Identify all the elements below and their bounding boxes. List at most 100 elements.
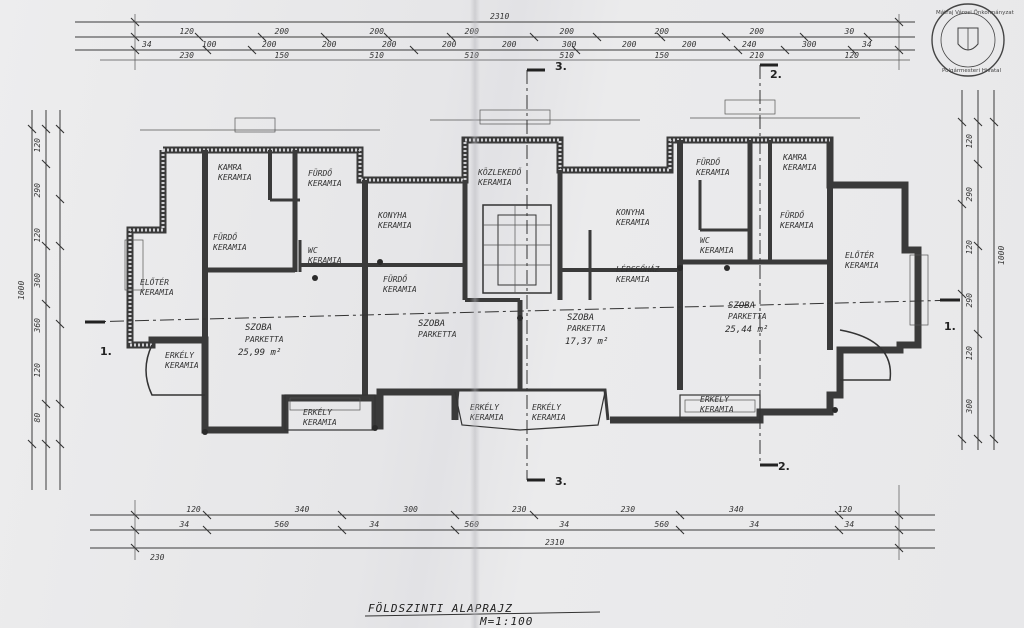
room-finish: KERAMIA [699,246,734,255]
municipal-stamp: Mátraj Városi Önkormányzat Polgármesteri… [931,3,1015,77]
dimension-value: 340 [294,505,310,514]
dimension-value: 560 [465,520,480,529]
room-name: SZOBA [245,323,272,333]
room-finish: KERAMIA [469,413,504,422]
section-1-left-label: 1. [100,345,112,358]
section-3-top-label: 3. [555,60,567,73]
room-name: ERKÉLY [470,401,500,412]
dimension-value: 560 [655,520,670,529]
top-total-dimension: 2310 [490,12,509,21]
dimension-value: 200 [275,27,290,36]
dimension-value: 300 [561,40,577,49]
dimension-value: 200 [382,40,397,49]
room-finish: KERAMIA [139,288,174,297]
room-name: SZOBA [418,319,445,329]
room-name: SZOBA [728,301,755,311]
room-area: 25,44 m² [725,325,768,335]
room-finish: KERAMIA [307,179,342,188]
room-name: WC [308,246,318,255]
room-name: KONYHA [377,211,407,220]
dimension-value: 120 [186,505,201,514]
dimension-value: 150 [275,51,290,60]
section-1-right-label: 1. [944,320,956,333]
section-3-bottom-label: 3. [555,475,567,488]
dimension-value: 120 [33,363,42,378]
room-name: FÜRDŐ [696,157,720,167]
dimension-value: 120 [33,228,42,243]
room-finish: KERAMIA [615,275,650,284]
dimension-value: 200 [262,40,277,49]
room-finish: KERAMIA [615,218,650,227]
room-finish: KERAMIA [699,405,734,414]
dimension-value: 240 [742,40,757,49]
dimension-value: 360 [33,318,42,334]
dimension-value: 120 [180,27,195,36]
dimension-value: 300 [965,399,974,415]
dimension-value: 510 [560,51,575,60]
room-name: LÉPCSŐHÁZ [616,263,660,274]
dimension-value: 300 [33,273,42,289]
right-total-dimension: 1000 [997,246,1006,265]
dimension-value: 300 [801,40,817,49]
stamp-text-top: Mátraj Városi Önkormányzat [936,9,1015,16]
dimension-value: 34 [559,520,570,529]
exterior-walls [126,136,922,434]
dimension-value: 120 [965,346,974,361]
dimension-value: 200 [502,40,517,49]
room-finish: PARKETTA [418,330,457,339]
drawing-title: FÖLDSZINTI ALAPRAJZ [368,602,513,615]
dimension-value: 34 [844,520,855,529]
room-name: ERKÉLY [532,401,562,412]
room-finish: KERAMIA [212,243,247,252]
dimension-value: 120 [845,51,860,60]
dimension-value: 510 [370,51,385,60]
dimension-value: 200 [322,40,337,49]
dimension-value: 230 [180,51,195,60]
dimension-value: 200 [465,27,480,36]
room-name: SZOBA [567,313,594,323]
windows [124,99,929,413]
dimension-value: 290 [965,187,974,202]
room-name: FÜRDŐ [780,210,804,220]
room-finish: KERAMIA [477,178,512,187]
dimension-value: 210 [750,51,765,60]
room-finish: KERAMIA [531,413,566,422]
dimension-value: 120 [965,240,974,255]
dimension-value: 34 [369,520,380,529]
room-name: WC [700,236,710,245]
room-name: ERKÉLY [700,393,730,404]
dimension-value: 290 [33,183,42,198]
room-name: ERKÉLY [303,406,333,417]
room-finish: KERAMIA [377,221,412,230]
dimension-value: 34 [861,40,872,49]
room-labels: KAMRA KERAMIA FÜRDŐ KERAMIA SZOBA PARKET… [139,153,879,427]
dimension-value: 34 [141,40,152,49]
room-finish: PARKETTA [245,335,284,344]
dimension-value: 30 [844,27,855,36]
dimension-value: 200 [442,40,457,49]
dimension-value: 80 [33,413,42,423]
stamp-text-bottom: Polgármesteri Hivatal [942,67,1002,74]
interior-walls [202,140,833,395]
dimension-value: 200 [560,27,575,36]
room-finish: KERAMIA [217,173,252,182]
room-name: FÜRDŐ [213,232,237,242]
dimension-value: 230 [512,505,527,514]
room-name: FÜRDŐ [308,168,332,178]
dimension-value: 120 [965,134,974,149]
room-area: 25,99 m² [238,348,281,358]
left-total-dimension: 1000 [17,281,26,300]
dimension-value: 300 [402,505,418,514]
room-name: KAMRA [217,163,242,172]
dimension-value: 230 [621,505,636,514]
dimension-value: 200 [622,40,637,49]
dimension-value: 560 [275,520,290,529]
room-name: KONYHA [615,208,645,217]
dimension-value: 510 [465,51,480,60]
section-lines: 1. 1. 2. 2. 3. 3. [84,60,961,488]
room-name: ELŐTÉR [140,276,169,287]
column-markers [202,259,838,435]
dimension-value: 200 [682,40,697,49]
dimension-value: 120 [33,138,42,153]
dimension-value: 340 [728,505,744,514]
